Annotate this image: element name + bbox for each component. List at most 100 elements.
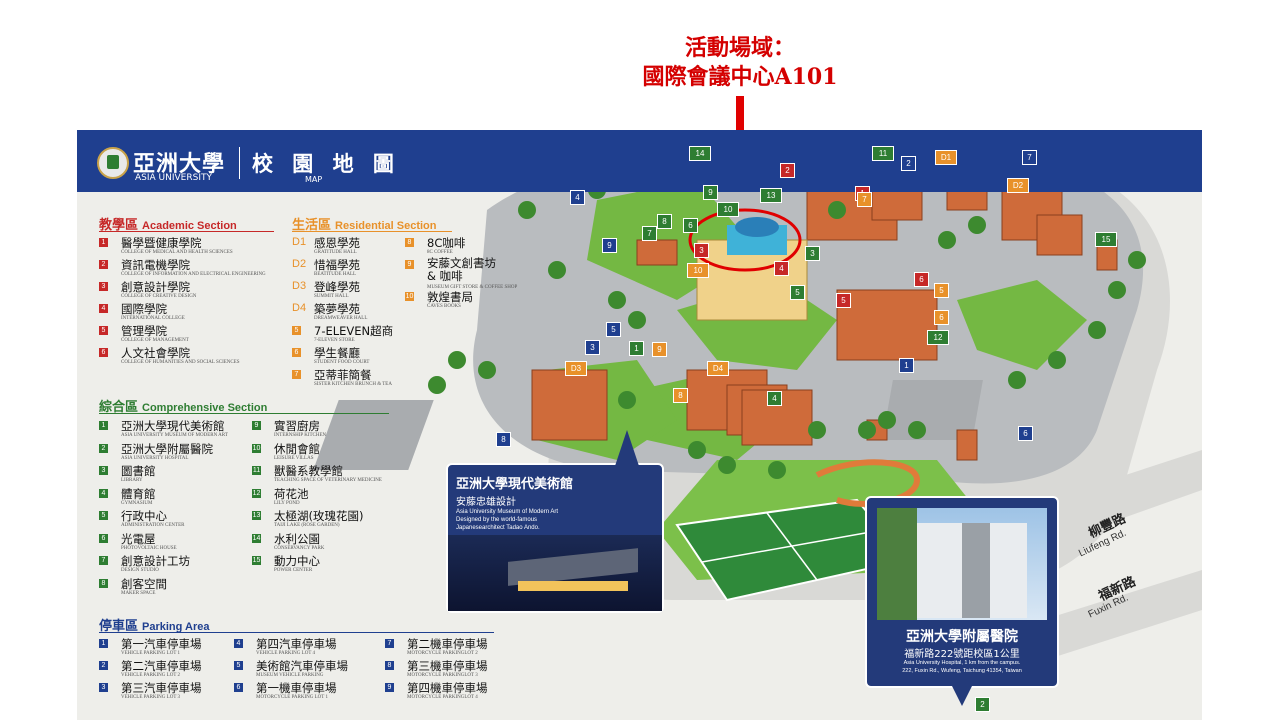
comprehensive-item-name: 亞洲大學現代美術館 <box>121 419 225 433</box>
museum-card-title: 亞洲大學現代美術館 <box>456 477 574 492</box>
map-subtitle: MAP <box>305 175 323 184</box>
map-marker[interactable]: 4 <box>767 391 782 406</box>
museum-card-pointer-icon <box>615 430 639 466</box>
venue-annotation-line2: 國際會議中心A101 <box>642 64 838 90</box>
comprehensive-item-number: 6 <box>99 533 108 543</box>
map-marker[interactable]: 4 <box>774 261 789 276</box>
map-marker[interactable]: 13 <box>760 188 782 203</box>
map-marker[interactable]: 5 <box>836 293 851 308</box>
map-marker[interactable]: 10 <box>687 263 709 278</box>
residential-item-name: 登峰學苑 <box>314 280 360 294</box>
map-marker[interactable]: D3 <box>565 361 587 376</box>
academic-item-name: 人文社會學院 <box>121 346 190 360</box>
map-marker[interactable]: 9 <box>703 185 718 200</box>
residential-item-name-en: 8C COFFEE <box>427 250 453 255</box>
map-marker[interactable]: 3 <box>805 246 820 261</box>
residential-item-number: D2 <box>292 258 307 270</box>
comprehensive-item-name-en: LEISURE VILLAS <box>274 455 314 461</box>
comprehensive-item-name: 太極湖(玫瑰花園) <box>274 509 364 523</box>
map-marker[interactable]: D1 <box>935 150 957 165</box>
hospital-card-subtitle: 福新路222號距校區1公里 <box>904 649 1020 660</box>
comprehensive-item-name-en: ASIA UNIVERSITY MUSEUM OF MODERN ART <box>121 433 228 438</box>
map-marker[interactable]: 9 <box>602 238 617 253</box>
map-marker[interactable]: 7 <box>642 226 657 241</box>
parking-item-number: 1 <box>99 639 108 648</box>
map-title: 校 園 地 圖 <box>252 151 400 176</box>
map-marker[interactable]: 5 <box>934 283 949 298</box>
comprehensive-item-name-en: LILY POND <box>274 500 300 506</box>
map-marker[interactable]: 3 <box>694 243 709 258</box>
map-marker[interactable]: 10 <box>717 202 739 217</box>
parking-heading-en: Parking Area <box>142 621 210 633</box>
parking-item-number: 9 <box>385 683 394 692</box>
museum-card-subtitle: 安藤忠雄設計 <box>456 497 516 508</box>
comprehensive-item-name-en: MAKER SPACE <box>121 590 156 596</box>
parking-item-number: 5 <box>234 661 243 670</box>
comprehensive-item-number: 14 <box>252 533 261 543</box>
comprehensive-item-number: 10 <box>252 443 261 453</box>
map-marker[interactable]: 8 <box>673 388 688 403</box>
map-marker[interactable]: 5 <box>606 322 621 337</box>
residential-item-name-en: GRATITUDE HALL <box>314 250 357 255</box>
map-marker[interactable]: 2 <box>780 163 795 178</box>
map-marker[interactable]: 5 <box>790 285 805 300</box>
academic-item-name: 創意設計學院 <box>121 280 190 294</box>
hospital-photo <box>877 508 1047 620</box>
residential-heading-en: Residential Section <box>335 220 437 232</box>
map-marker[interactable]: 6 <box>914 272 929 287</box>
map-marker[interactable]: 8 <box>657 214 672 229</box>
map-marker[interactable]: 2 <box>901 156 916 171</box>
map-marker[interactable]: 12 <box>927 330 949 345</box>
residential-item-name: 築夢學苑 <box>314 302 360 316</box>
comprehensive-heading-en: Comprehensive Section <box>142 402 268 414</box>
map-marker[interactable]: D4 <box>707 361 729 376</box>
parking-item-name: 第二機車停車場 <box>407 637 488 651</box>
academic-item-name-en: COLLEGE OF INFORMATION AND ELECTRICAL EN… <box>121 272 266 277</box>
academic-item-number: 4 <box>99 304 108 313</box>
map-marker[interactable]: 2 <box>975 697 990 712</box>
map-marker[interactable]: 3 <box>585 340 600 355</box>
university-name-en: ASIA UNIVERSITY <box>135 173 212 183</box>
parking-item-name-en: VEHICLE PARKING LOT 2 <box>121 673 181 678</box>
comprehensive-item-number: 11 <box>252 466 261 475</box>
residential-item-name-en: 7-ELEVEN STORE <box>314 338 355 343</box>
comprehensive-item-number: 13 <box>252 511 261 520</box>
map-marker[interactable]: D2 <box>1007 178 1029 193</box>
comprehensive-item-name-en: POWER CENTER <box>274 568 313 573</box>
academic-item-name: 國際學院 <box>121 302 167 316</box>
map-marker[interactable]: 7 <box>1022 150 1037 165</box>
comprehensive-item-name-en: ASIA UNIVERSITY HOSPITAL <box>121 455 189 461</box>
map-marker[interactable]: 8 <box>496 432 511 447</box>
map-marker[interactable]: 11 <box>872 146 894 161</box>
map-marker[interactable]: 1 <box>899 358 914 373</box>
comprehensive-item-name-en: DESIGN STUDIO <box>121 568 159 573</box>
map-marker[interactable]: 6 <box>934 310 949 325</box>
residential-item-name-en: STUDENT FOOD COURT <box>314 360 370 365</box>
hospital-card-pointer-icon <box>950 682 974 706</box>
map-marker[interactable]: 14 <box>689 146 711 161</box>
hospital-card-title: 亞洲大學附屬醫院 <box>906 629 1018 645</box>
parking-item-name-en: MOTORCYCLE PARKINGLOT 3 <box>407 673 478 678</box>
map-marker[interactable]: 6 <box>683 218 698 233</box>
map-marker[interactable]: 15 <box>1095 232 1117 247</box>
museum-card[interactable]: 亞洲大學現代美術館 安藤忠雄設計 Asia University Museum … <box>446 463 664 613</box>
residential-item-number: 5 <box>292 326 301 335</box>
hospital-card[interactable]: 亞洲大學附屬醫院 福新路222號距校區1公里 Asia University H… <box>865 496 1059 688</box>
map-marker[interactable]: 6 <box>1018 426 1033 441</box>
parking-item-name-en: MOTORCYCLE PARKINGLOT 4 <box>407 695 478 700</box>
academic-item-number: 5 <box>99 326 108 335</box>
map-marker[interactable]: 9 <box>652 342 667 357</box>
hospital-card-en2: 222, Fuxin Rd., Wufeng, Taichung 41354, … <box>902 668 1022 674</box>
parking-item-name: 第一機車停車場 <box>256 681 337 695</box>
map-marker[interactable]: 4 <box>570 190 585 205</box>
museum-card-en3: Japanesearchitect Tadao Ando. <box>456 525 540 531</box>
venue-annotation: 活動場域： 國際會議中心A101 <box>560 34 920 92</box>
residential-item-name: 學生餐廳 <box>314 346 360 360</box>
comprehensive-item-name: 行政中心 <box>121 509 167 523</box>
comprehensive-item-name-en: GYMNASIUM <box>121 500 153 506</box>
academic-item-name: 管理學院 <box>121 324 167 338</box>
map-marker[interactable]: 1 <box>629 341 644 356</box>
map-marker[interactable]: 7 <box>857 192 872 207</box>
